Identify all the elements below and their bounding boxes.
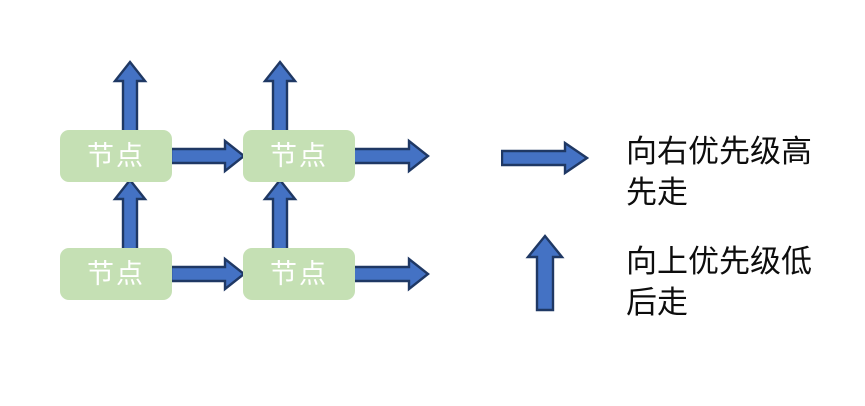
arrow-up-from-r1c2	[262, 60, 298, 138]
legend-label-right: 向右优先级高 先走	[626, 134, 812, 211]
right-arrow-icon	[500, 140, 590, 181]
node-label: 节点	[270, 140, 328, 172]
arrow-right-from-r1c2	[351, 138, 430, 174]
node-label: 节点	[87, 140, 145, 172]
arrow-right-r1c1-to-r1c2	[169, 138, 246, 174]
arrow-right-r2c1-to-r2c2	[169, 256, 246, 292]
up-arrow-icon	[524, 234, 566, 317]
node-r1c1[interactable]: 节点	[60, 130, 172, 182]
arrow-right-from-r2c2	[351, 256, 430, 292]
arrow-up-r2c1-to-r1c1	[112, 178, 148, 252]
node-label: 节点	[270, 258, 328, 290]
arrow-up-r2c2-to-r1c2	[262, 178, 298, 252]
node-r2c2[interactable]: 节点	[243, 248, 355, 300]
node-r2c1[interactable]: 节点	[60, 248, 172, 300]
legend-label-up: 向上优先级低 后走	[626, 244, 812, 321]
node-label: 节点	[87, 258, 145, 290]
node-r1c2[interactable]: 节点	[243, 130, 355, 182]
arrow-up-from-r1c1	[112, 60, 148, 138]
